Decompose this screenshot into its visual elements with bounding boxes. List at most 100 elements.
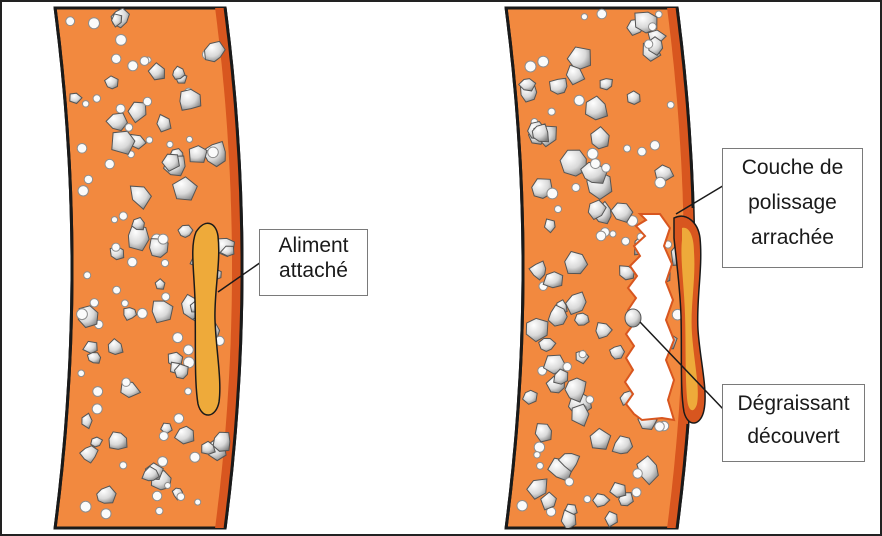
temper-pebble	[105, 159, 114, 168]
temper-pebble	[93, 95, 100, 102]
temper-pebble	[597, 9, 607, 19]
temper-pebble	[122, 300, 129, 307]
temper-pebble	[555, 206, 562, 213]
temper-pebble	[112, 54, 121, 63]
temper-pebble	[208, 147, 219, 158]
temper-pebble	[77, 144, 87, 154]
temper-grain	[550, 78, 567, 94]
temper-pebble	[602, 164, 611, 173]
temper-pebble	[143, 97, 151, 105]
label-couche-line2: polissage	[729, 190, 856, 215]
temper-pebble	[548, 108, 555, 115]
label-aliment-line1: Aliment	[266, 233, 361, 258]
label-aliment-line2: attaché	[266, 258, 361, 283]
temper-pebble	[156, 507, 163, 514]
temper-pebble	[584, 496, 591, 503]
temper-pebble	[195, 499, 201, 505]
temper-pebble	[128, 257, 137, 266]
temper-pebble	[167, 141, 173, 147]
temper-pebble	[610, 231, 616, 237]
temper-pebble	[173, 333, 183, 343]
temper-pebble	[574, 95, 584, 105]
temper-pebble	[120, 462, 127, 469]
temper-pebble	[534, 452, 540, 458]
temper-pebble	[655, 177, 666, 188]
temper-pebble	[565, 478, 573, 486]
temper-pebble	[587, 148, 598, 159]
label-couche-polissage: Couche de polissage arrachée	[722, 148, 863, 268]
label-degraissant-line2: découvert	[729, 424, 858, 449]
temper-pebble	[137, 308, 147, 318]
temper-pebble	[161, 260, 168, 267]
temper-pebble	[119, 212, 127, 220]
temper-pebble	[547, 188, 558, 199]
temper-pebble	[122, 378, 130, 386]
temper-pebble	[158, 234, 168, 244]
temper-pebble	[112, 243, 120, 251]
left-sherd	[55, 8, 242, 528]
temper-pebble	[586, 396, 594, 404]
temper-pebble	[596, 231, 606, 241]
temper-pebble	[624, 145, 631, 152]
temper-pebble	[591, 159, 601, 169]
temper-pebble	[140, 57, 149, 66]
temper-pebble	[89, 18, 100, 29]
temper-pebble	[90, 299, 98, 307]
temper-pebble	[66, 17, 75, 26]
temper-grain	[152, 301, 173, 323]
temper-pebble	[184, 345, 194, 355]
temper-pebble	[632, 488, 641, 497]
temper-pebble	[537, 462, 544, 469]
temper-pebble	[177, 493, 185, 501]
label-degraissant-line1: Dégraissant	[729, 391, 858, 416]
temper-pebble	[113, 286, 121, 294]
temper-grain	[575, 313, 590, 325]
temper-pebble	[116, 35, 127, 46]
temper-pebble	[77, 309, 88, 320]
temper-pebble	[101, 509, 111, 519]
temper-pebble	[162, 293, 170, 301]
temper-pebble	[158, 457, 168, 467]
temper-pebble	[111, 217, 117, 223]
temper-pebble	[563, 363, 571, 371]
temper-pebble	[517, 501, 527, 511]
label-couche-line3: arrachée	[729, 225, 856, 250]
temper-pebble	[655, 422, 665, 432]
label-degraissant: Dégraissant découvert	[722, 384, 865, 462]
temper-pebble	[572, 184, 580, 192]
temper-pebble	[146, 137, 153, 144]
temper-pebble	[525, 61, 536, 72]
temper-pebble	[644, 40, 652, 48]
temper-pebble	[622, 237, 630, 245]
temper-pebble	[638, 147, 647, 156]
temper-pebble	[152, 491, 161, 500]
temper-pebble	[83, 101, 89, 107]
temper-pebble	[649, 23, 657, 31]
temper-pebble	[78, 370, 85, 377]
temper-pebble	[579, 351, 586, 358]
temper-pebble	[534, 442, 544, 452]
temper-pebble	[80, 501, 91, 512]
temper-pebble	[93, 387, 103, 397]
temper-pebble	[650, 141, 659, 150]
temper-pebble	[174, 414, 184, 424]
temper-pebble	[116, 104, 125, 113]
temper-pebble	[581, 14, 587, 20]
temper-pebble	[84, 272, 91, 279]
label-aliment-attache: Aliment attaché	[259, 229, 368, 296]
temper-pebble	[667, 102, 674, 109]
temper-pebble	[165, 483, 171, 489]
temper-pebble	[187, 136, 193, 142]
temper-pebble	[128, 61, 138, 71]
temper-pebble	[159, 432, 168, 441]
temper-pebble	[538, 56, 549, 67]
temper-pebble	[185, 388, 192, 395]
exposed-temper-grain	[625, 309, 641, 327]
temper-pebble	[78, 186, 88, 196]
temper-pebble	[190, 452, 200, 462]
temper-pebble	[633, 469, 642, 478]
temper-pebble	[84, 175, 92, 183]
right-sherd	[506, 8, 705, 530]
temper-pebble	[92, 404, 102, 414]
temper-pebble	[125, 124, 133, 132]
